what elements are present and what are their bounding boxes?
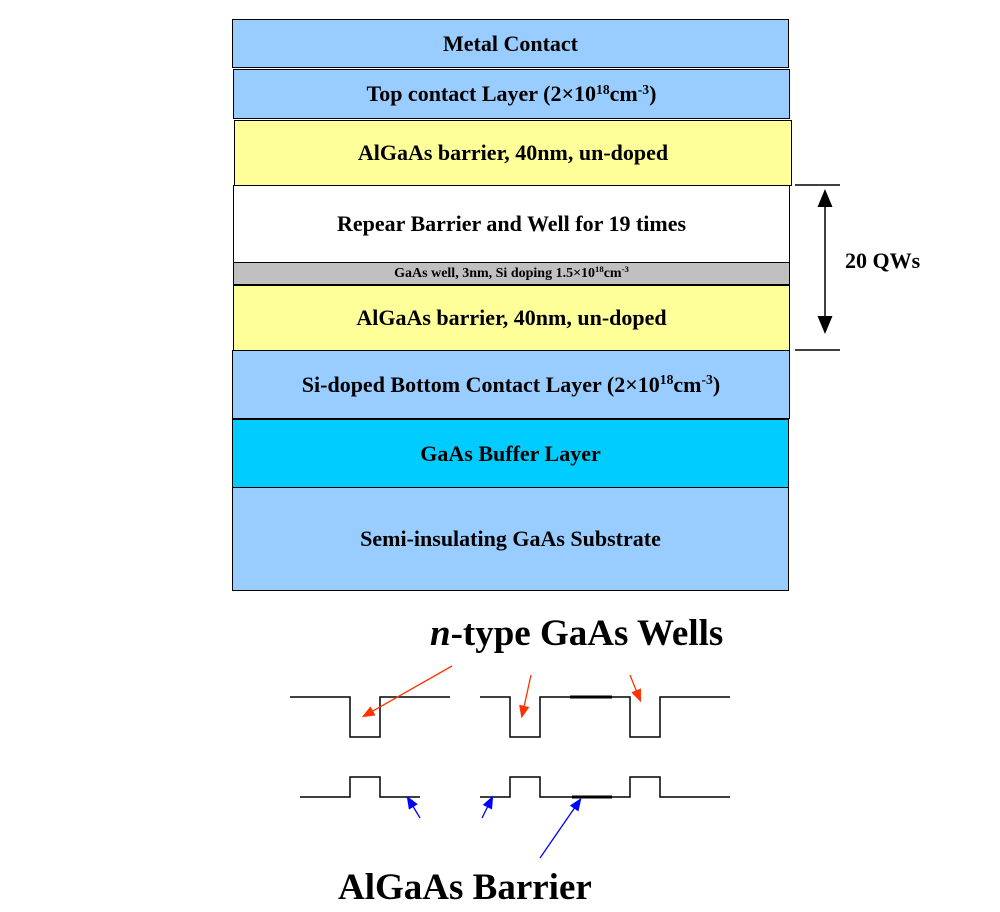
algaas-barrier-top-layer: AlGaAs barrier, 40nm, un-doped: [234, 120, 792, 186]
algaas-barrier-top-label: AlGaAs barrier, 40nm, un-doped: [357, 140, 669, 165]
barrier-profile-left: [300, 776, 420, 798]
gaas-well-layer: GaAs well, 3nm, Si doping 1.5×1018cm-3: [233, 262, 790, 285]
top-contact-layer: Top contact Layer (2×1018cm-3): [233, 69, 790, 119]
well-arrow-1: [361, 665, 453, 718]
well-profile-right: [480, 696, 730, 738]
top-contact-label: Top contact Layer (2×1018cm-3): [366, 81, 657, 106]
barrier-arrow-2: [481, 795, 494, 819]
barrier-arrow-3: [539, 797, 582, 859]
substrate-layer: Semi-insulating GaAs Substrate: [232, 487, 789, 591]
repeat-layer: Repear Barrier and Well for 19 times: [233, 185, 790, 263]
bottom-contact-layer: Si-doped Bottom Contact Layer (2×1018cm-…: [232, 350, 790, 419]
barrier-profile-right: [480, 776, 730, 798]
algaas-barrier-bottom-layer: AlGaAs barrier, 40nm, un-doped: [233, 285, 790, 351]
gaas-buffer-label: GaAs Buffer Layer: [420, 440, 601, 466]
bottom-contact-label: Si-doped Bottom Contact Layer (2×1018cm-…: [301, 371, 721, 397]
metal-contact-layer: Metal Contact: [232, 19, 789, 68]
gaas-buffer-layer: GaAs Buffer Layer: [232, 419, 789, 488]
repeat-label: Repear Barrier and Well for 19 times: [336, 211, 687, 236]
algaas-barrier-bottom-label: AlGaAs barrier, 40nm, un-doped: [356, 305, 667, 330]
well-profile-left: [290, 696, 450, 738]
gaas-well-label: GaAs well, 3nm, Si doping 1.5×1018cm-3: [394, 263, 629, 281]
barrier-arrow-1: [406, 795, 421, 819]
well-arrow-2: [519, 674, 532, 719]
metal-contact-label: Metal Contact: [442, 30, 578, 56]
well-arrow-3: [629, 674, 641, 703]
barrier-label: AlGaAs Barrier: [338, 867, 592, 908]
substrate-label: Semi-insulating GaAs Substrate: [360, 526, 661, 551]
qw-count-label: 20 QWs: [845, 248, 921, 273]
wells-label: n-type GaAs Wells: [430, 613, 724, 654]
